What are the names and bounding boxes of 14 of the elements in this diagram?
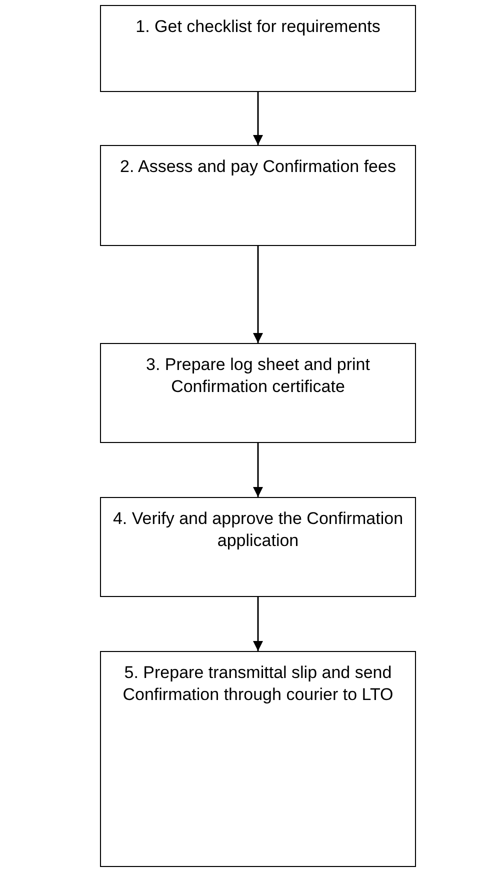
step-text: 5. Prepare transmittal slip and send Confirmation through courier to LTO: [122, 662, 394, 706]
arrow: [253, 246, 263, 343]
process-box: [100, 497, 416, 597]
step-text: 1. Get checklist for requirements: [134, 16, 382, 38]
step-text: 4. Verify and approve the Confirmation application: [112, 508, 404, 552]
arrow: [253, 92, 263, 145]
step-text: 2. Assess and pay Confirmation fees: [119, 156, 397, 178]
process-box: [100, 651, 416, 867]
step-text: 3. Prepare log sheet and print Confirmation certificate: [145, 354, 371, 398]
process-box: [100, 145, 416, 246]
arrow: [253, 443, 263, 497]
process-box: [100, 343, 416, 443]
process-box: [100, 5, 416, 92]
arrow: [253, 597, 263, 651]
